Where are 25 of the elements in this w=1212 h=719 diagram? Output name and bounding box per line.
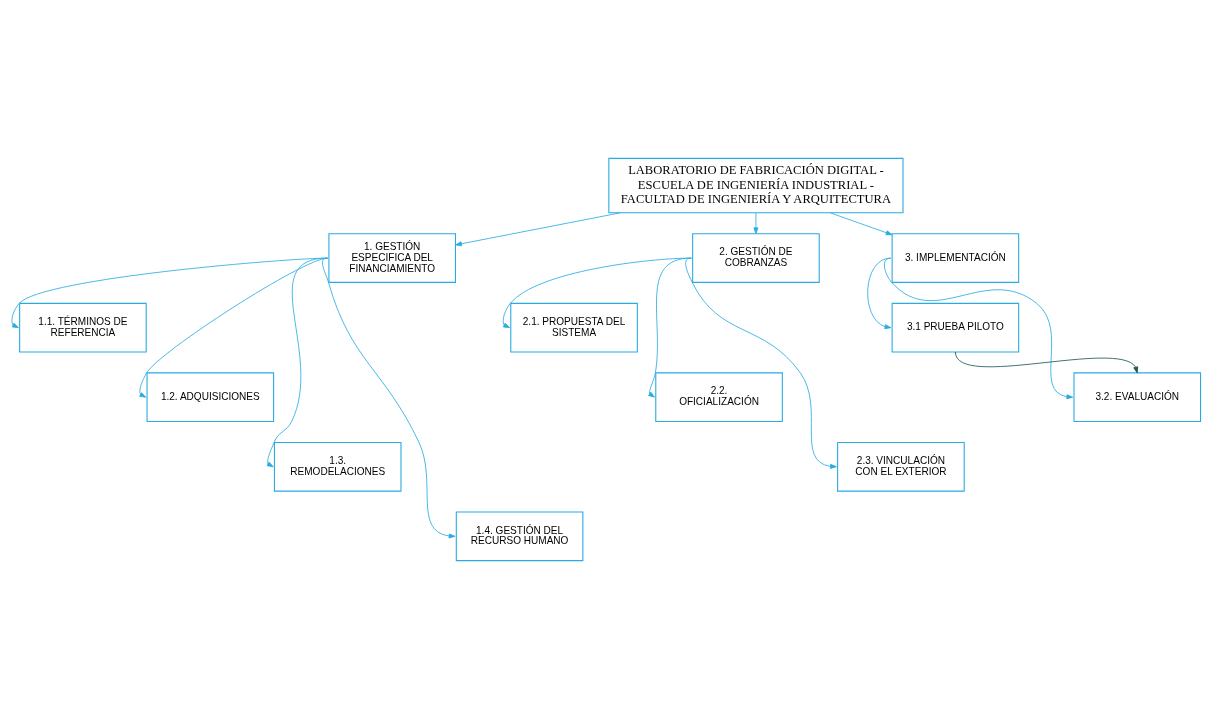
node-box: LABORATORIO DE FABRICACIÓN DIGITAL - ESCUELA DE INGENIERÍA INDUSTRIAL - FACULTAD DE INGENIERÍA Y ARQUITECTURA <box>608 157 904 214</box>
node-box: 2.3. VINCULACIÓN CON EL EXTERIOR <box>837 441 965 492</box>
arrow <box>266 257 329 468</box>
node-box: 2.1. PROPUESTA DEL SISTEMA <box>510 302 638 353</box>
node-box: 1.1. TÉRMINOS DE REFERENCIA <box>19 302 147 353</box>
node-box: 3. IMPLEMENTACIÓN <box>891 233 1020 283</box>
arrow <box>11 257 329 329</box>
node-box: 1.3. REMODELACIONES <box>273 441 402 492</box>
node-box: 3.2. EVALUACIÓN <box>1073 372 1202 423</box>
arrow <box>830 212 893 236</box>
arrow <box>883 257 1074 400</box>
node-box: 1.2. ADQUISICIONES <box>146 372 275 423</box>
arrow <box>455 212 621 247</box>
arrow <box>322 257 456 539</box>
arrow <box>502 257 692 329</box>
arrow <box>648 257 692 398</box>
node-box: 3.1 PRUEBA PILOTO <box>891 302 1020 353</box>
arrow <box>685 257 837 469</box>
node-box: 2. GESTIÓN DE COBRANZAS <box>692 233 820 283</box>
arrow <box>867 257 892 330</box>
node-box: 2.2. OFICIALIZACIÓN <box>655 372 783 423</box>
arrow <box>753 212 759 235</box>
node-box: 1. GESTIÓN ESPECIFICA DEL FINANCIAMIENTO <box>328 233 456 283</box>
node-box: 1.4. GESTIÓN DEL RECURSO HUMANO <box>455 511 584 562</box>
arrow <box>955 351 1139 374</box>
